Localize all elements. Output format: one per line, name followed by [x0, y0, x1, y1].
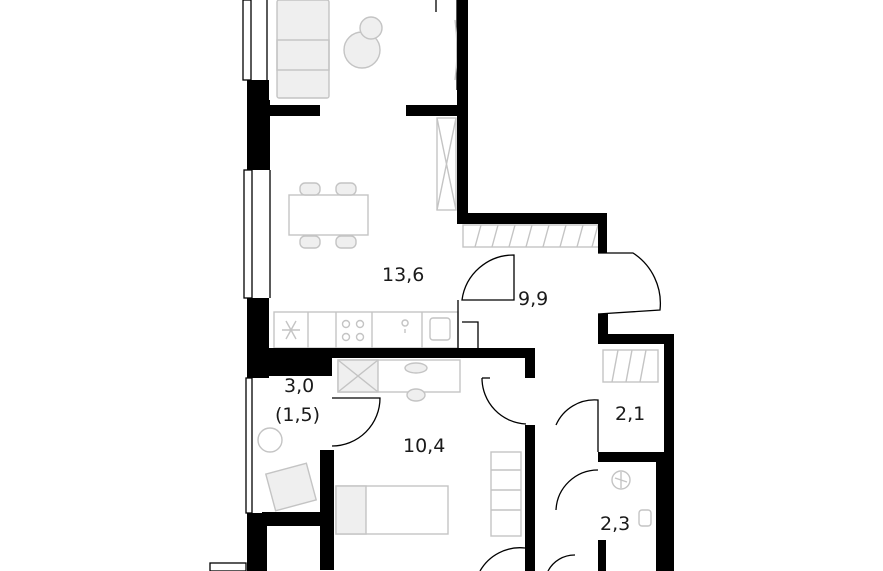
room-area-hall: 9,9 — [518, 288, 548, 310]
sink-icon — [638, 509, 652, 527]
sofa-icon — [276, 0, 330, 99]
bed-icon — [335, 485, 449, 535]
doors — [331, 252, 662, 571]
room-area-wardrobe: 2,1 — [615, 403, 645, 425]
wardrobe-shelf-icon — [602, 349, 659, 383]
room-area-balcony: 3,0 — [284, 375, 314, 397]
room-area-bedroom: 10,4 — [403, 435, 445, 457]
balcony-chair-icon — [257, 427, 318, 512]
kitchen-counter-icon — [273, 311, 459, 349]
room-area-living-kitchen: 13,6 — [382, 264, 424, 286]
desk-icon — [337, 359, 461, 402]
washing-machine-icon — [611, 470, 631, 490]
hall-shelf-icon — [462, 224, 604, 248]
room-area-balcony-sub: (1,5) — [275, 404, 320, 426]
room-area-bathroom: 2,3 — [600, 513, 630, 535]
dining-table-icon — [288, 182, 369, 249]
walls — [247, 0, 674, 571]
living-wardrobe-icon — [436, 117, 457, 211]
bedroom-wardrobe-icon — [490, 451, 522, 537]
coffee-table-icon — [343, 16, 383, 69]
